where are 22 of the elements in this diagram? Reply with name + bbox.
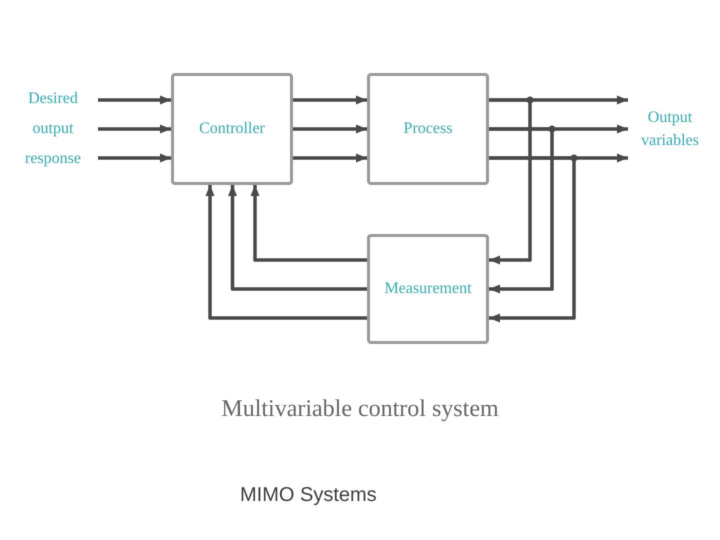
- figure-caption: Multivariable control system: [221, 396, 499, 422]
- arrow: [489, 98, 532, 264]
- arrow: [489, 156, 576, 322]
- block-label: Controller: [199, 120, 265, 138]
- footer-text: MIMO Systems: [240, 484, 377, 507]
- process-box: [171, 73, 293, 185]
- arrow: [98, 154, 171, 162]
- process-box: [367, 73, 489, 185]
- block-label: Process: [404, 120, 452, 138]
- arrow: [98, 124, 171, 134]
- arrow: [228, 185, 367, 291]
- signal-label: Output variables: [641, 108, 699, 151]
- process-box: [367, 234, 489, 344]
- arrow: [293, 124, 367, 134]
- arrow: [206, 185, 367, 320]
- arrow: [293, 154, 367, 162]
- signal-label: Desired output response: [25, 89, 81, 169]
- arrow: [98, 96, 171, 104]
- arrow: [489, 127, 554, 294]
- arrow: [293, 96, 367, 104]
- arrow: [250, 185, 367, 262]
- block-label: Measurement: [384, 280, 472, 298]
